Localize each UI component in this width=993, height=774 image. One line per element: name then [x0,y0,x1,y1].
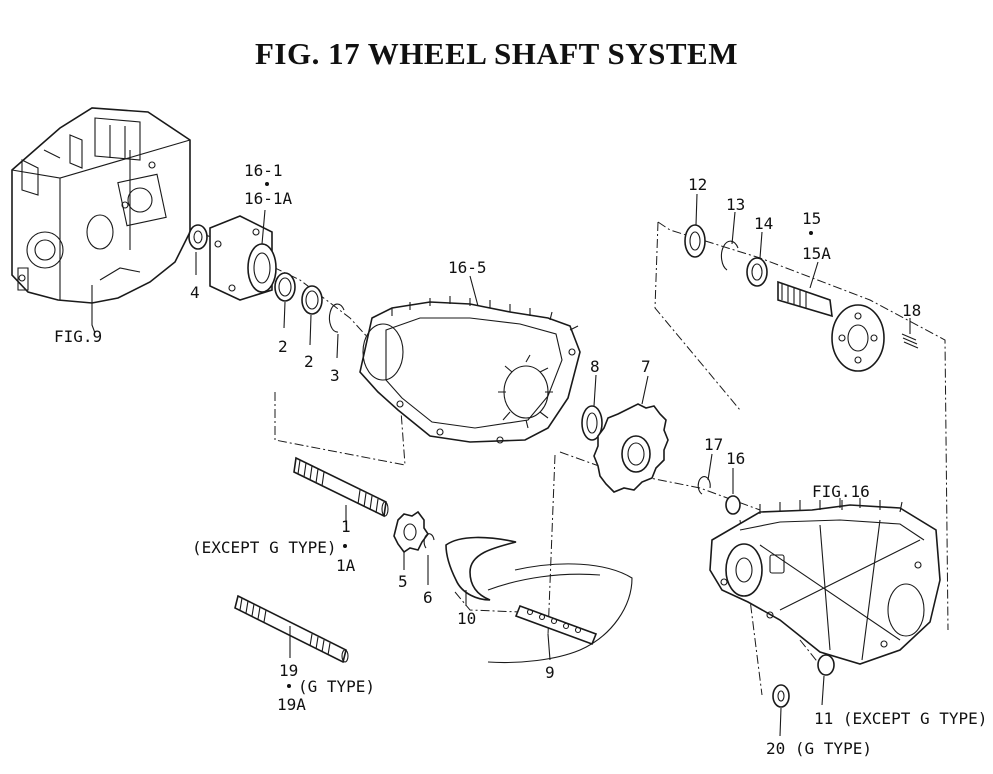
callout-dot-15 [809,231,813,235]
label-part-16-1: 16-1 [244,161,283,180]
part-11-plug [817,654,835,706]
part-14-oil-seal [746,231,768,287]
part-2-bearing-b [301,285,323,346]
label-part-16-5: 16-5 [448,258,487,277]
label-part-14: 14 [754,214,773,233]
part-9-chain [487,563,633,664]
label-part-8: 8 [590,357,600,376]
part-13-snap-ring [720,211,739,271]
part-5-sprocket [393,510,429,570]
final-case-housing [709,498,941,665]
part-16-collar [725,468,741,515]
label-part-11: 11 (EXCEPT G TYPE) [814,709,987,728]
label-part-20: 20 (G TYPE) [766,739,872,758]
label-part-5: 5 [398,572,408,591]
label-part-17: 17 [704,435,723,454]
callout-dot-1 [343,544,347,548]
part-17-circlip [697,453,713,495]
part-1-wheel-shaft [293,456,389,525]
label-part-19: 19 [279,661,298,680]
label-part-4: 4 [190,283,200,302]
label-part-16-1a: 16-1A [244,189,293,208]
label-part-6: 6 [423,588,433,607]
part-18-hub-bolt [901,318,919,349]
label-part-18: 18 [902,301,921,320]
label-part-1-note: (EXCEPT G TYPE) [192,538,337,557]
part-6-snap-ring [423,533,435,585]
label-fig16: FIG.16 [812,482,870,501]
label-part-3: 3 [330,366,340,385]
label-part-13: 13 [726,195,745,214]
part-2-bearing-a [274,272,296,329]
label-part-15: 15 [802,209,821,228]
part-16-1-bearing-holder [209,209,277,301]
label-part-19a: 19A [277,695,306,714]
label-part-15a: 15A [802,244,831,263]
part-10-chain-guide [445,536,517,606]
part-15-axle-shaft [777,261,885,372]
label-part-12: 12 [688,175,707,194]
part-4-oil-seal [188,224,208,275]
label-part-9: 9 [545,663,555,682]
label-part-2a: 2 [278,337,288,356]
part-3-snap-ring [328,303,345,359]
part-19-wheel-shaft-g-type [234,594,349,664]
figure-title: FIG. 17 WHEEL SHAFT SYSTEM [254,36,738,71]
part-12-bearing [684,193,706,258]
callout-dot-19 [287,684,291,688]
callout-dot-16-1 [265,182,269,186]
label-fig9: FIG.9 [54,327,102,346]
label-part-2b: 2 [304,352,314,371]
part-16-5-chain-case [359,275,581,444]
part-8-bearing [581,374,603,441]
label-part-10: 10 [457,609,476,628]
label-part-7: 7 [641,357,651,376]
part-20-seal [772,684,790,737]
transmission-housing [11,107,191,334]
part-7-sprocket [593,375,669,493]
label-part-16: 16 [726,449,745,468]
label-part-19-note: (G TYPE) [298,677,375,696]
label-part-1: 1 [341,517,351,536]
label-part-1a: 1A [336,556,356,575]
